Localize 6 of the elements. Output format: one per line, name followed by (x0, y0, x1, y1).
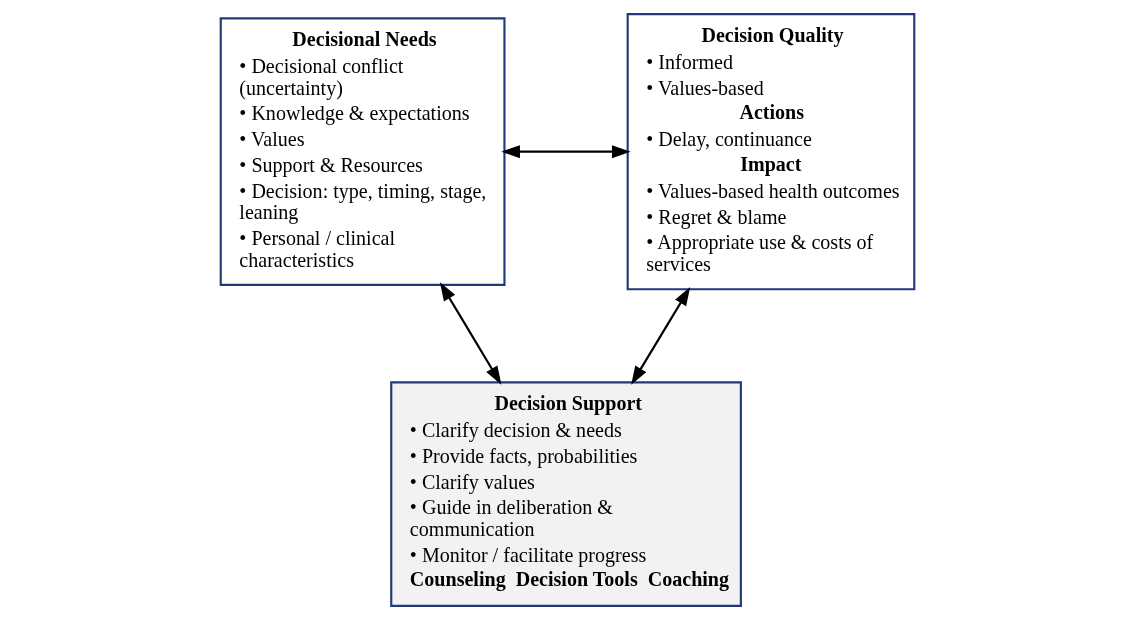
node-box: Decisional Needs • Decisional conflict (uncertainty) • Knowledge & expectations • Values • Support & Resources • Decision: type, timing, stage, leaning • Personal / clinical characteristics (219, 17, 506, 286)
node-box: Decision Quality • Informed • Values-based Actions • Delay, continuance Impact • Values-based health outcomes • Regret & blame • Appropriate use & costs of services (626, 13, 915, 291)
node-box: Decision Support • Clarify decision & needs • Provide facts, probabilities • Clarify values • Guide in deliberation & communication • Monitor / facilitate progress Counseling Decision Tools Coaching (389, 381, 742, 607)
arrow (630, 287, 690, 385)
arrow (439, 282, 501, 385)
arrow (500, 145, 631, 159)
